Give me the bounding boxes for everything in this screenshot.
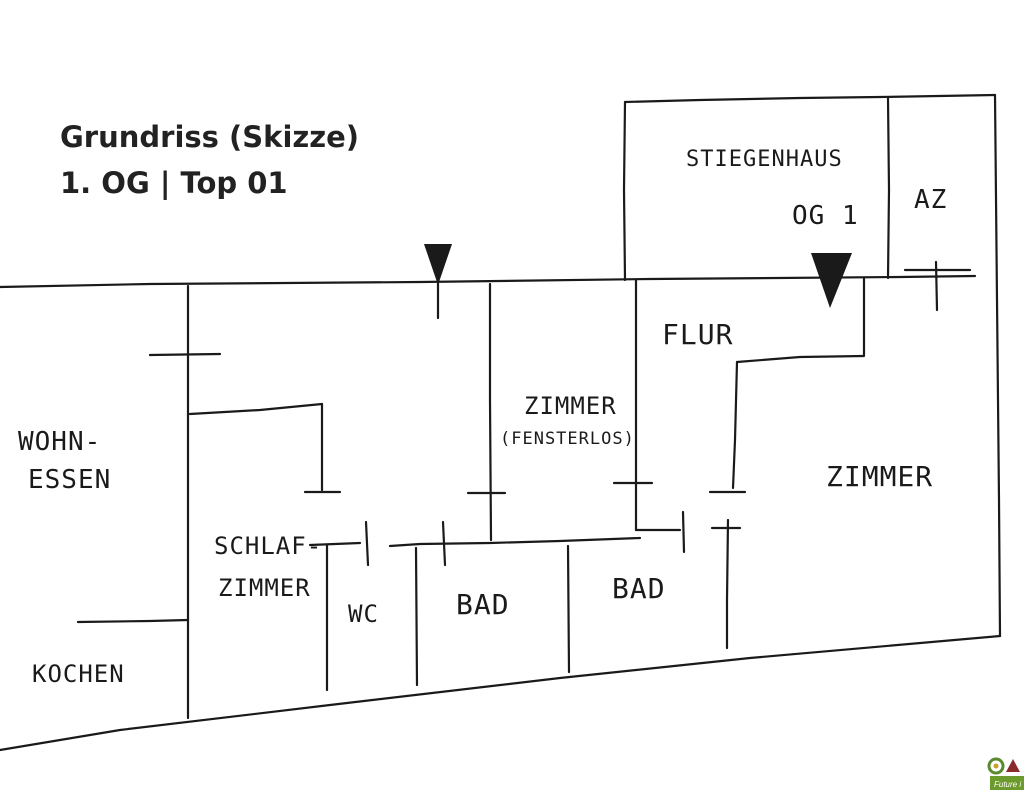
label-bad-2: BAD bbox=[612, 572, 666, 605]
label-wc: WC bbox=[348, 600, 379, 628]
label-stiegenhaus: STIEGENHAUS bbox=[686, 147, 843, 172]
wall-corridor bbox=[308, 536, 642, 548]
door-mark-wc-2 bbox=[441, 520, 447, 567]
wall-room-right-left bbox=[731, 360, 739, 490]
main-entrance-arrow-icon bbox=[811, 253, 852, 308]
door-mark-wc-1 bbox=[364, 520, 370, 567]
plan-title: Grundriss (Skizze) 1. OG | Top 01 bbox=[60, 114, 359, 206]
exterior-wall-bottom bbox=[0, 634, 1002, 752]
wall-kitchen bbox=[76, 618, 190, 624]
label-fensterlos: (FENSTERLOS) bbox=[500, 429, 635, 449]
label-az: AZ bbox=[914, 185, 947, 215]
label-schlaf-2: ZIMMER bbox=[218, 574, 311, 602]
label-kochen: KOCHEN bbox=[32, 660, 125, 688]
stairwell-wall-left bbox=[622, 100, 627, 282]
wall-middle-room-left bbox=[488, 282, 493, 542]
company-logo: Future i bbox=[986, 756, 1024, 792]
label-wohn-1: WOHN- bbox=[18, 427, 101, 457]
logo-caption: Future i bbox=[994, 780, 1021, 789]
wall-room-right-lower bbox=[725, 518, 730, 650]
door-mark-living bbox=[148, 352, 222, 357]
label-flur: FLUR bbox=[662, 318, 733, 351]
label-schlaf-1: SCHLAF- bbox=[214, 532, 322, 560]
wall-flur-bottom bbox=[735, 354, 866, 364]
label-zimmer-right: ZIMMER bbox=[826, 460, 933, 493]
label-zimmer-middle: ZIMMER bbox=[524, 392, 617, 420]
title-line-2: 1. OG | Top 01 bbox=[60, 166, 288, 200]
label-wohn-2: ESSEN bbox=[28, 465, 111, 495]
entrance-arrow-icon bbox=[424, 244, 452, 285]
label-geschoss: OG 1 bbox=[792, 201, 859, 231]
label-bad-1: BAD bbox=[456, 588, 510, 621]
stairwell-wall-right bbox=[886, 96, 891, 280]
stairwell-wall-top bbox=[623, 93, 997, 104]
exterior-wall-top bbox=[0, 274, 977, 289]
door-mark-bath bbox=[634, 510, 686, 554]
title-line-1: Grundriss (Skizze) bbox=[60, 120, 360, 154]
wall-wc-bath bbox=[414, 546, 419, 687]
wall-bedroom-top bbox=[188, 402, 324, 416]
exterior-wall-right bbox=[993, 93, 1002, 638]
wall-baths bbox=[566, 544, 571, 674]
